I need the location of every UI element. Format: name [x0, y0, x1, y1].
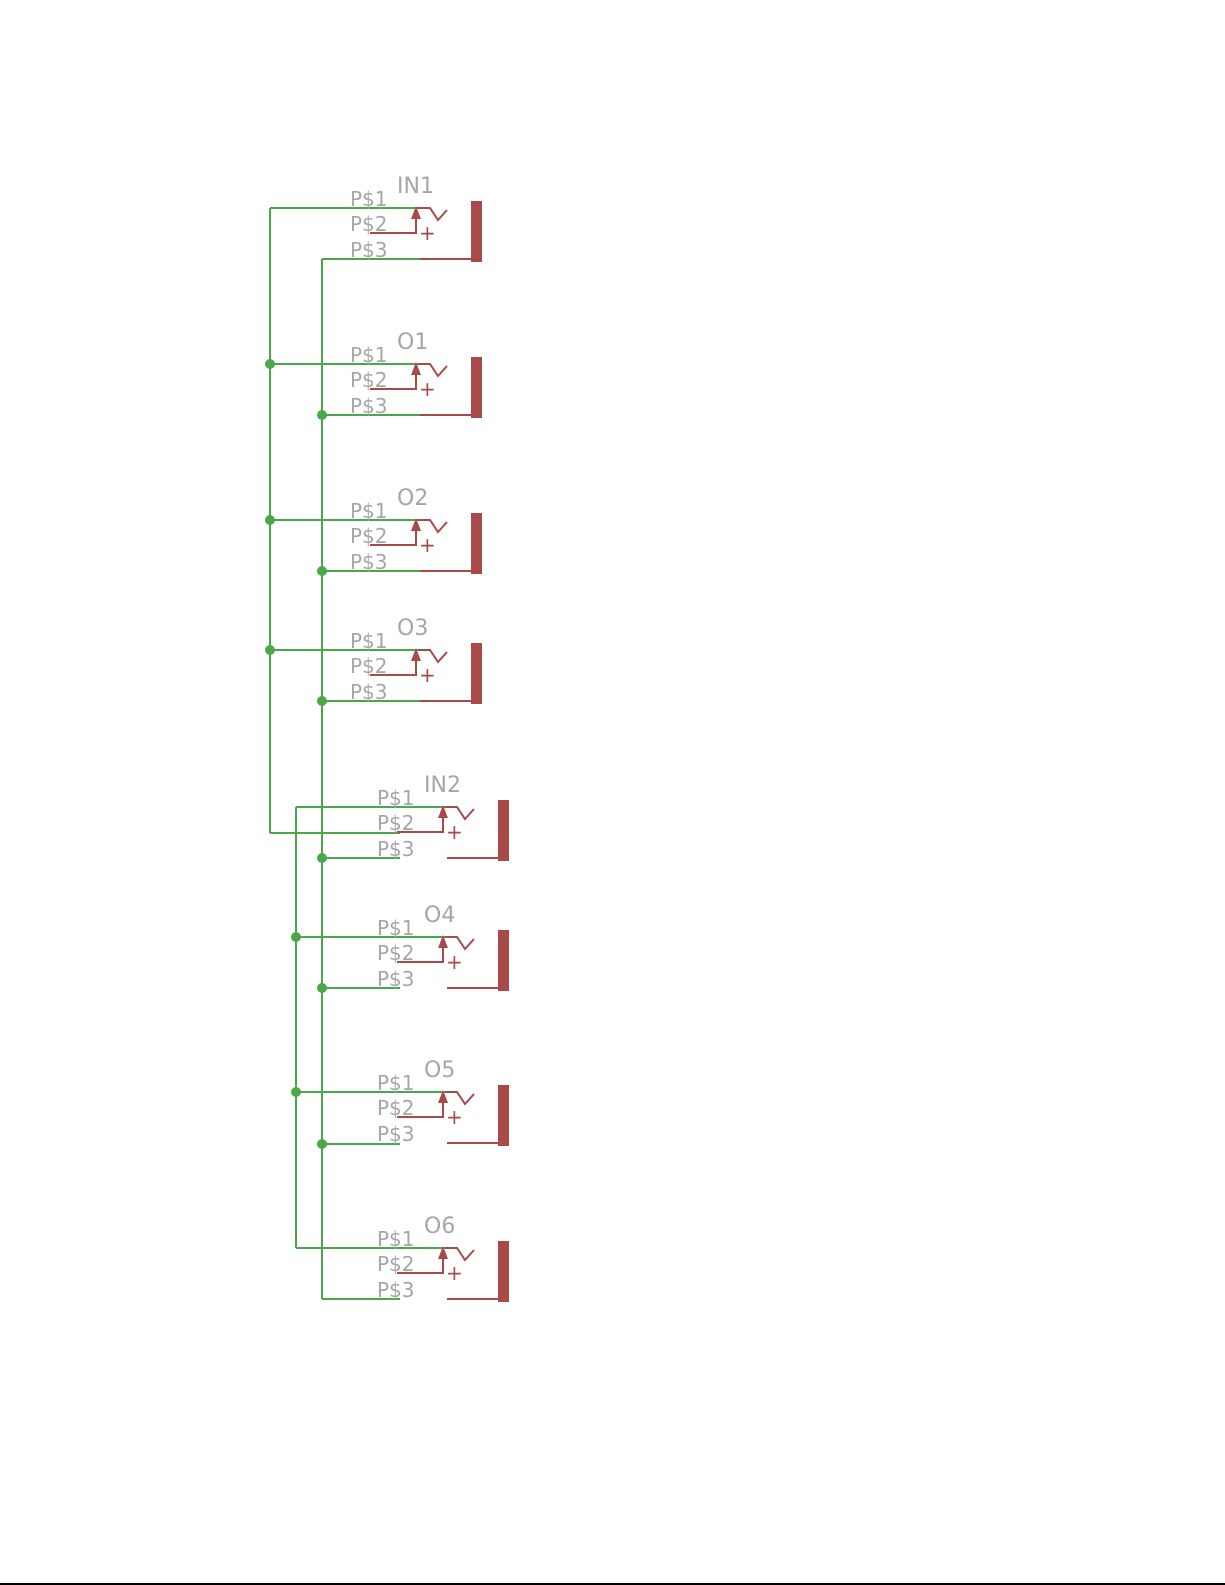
pin-label-p3: P$3 [350, 680, 388, 704]
pin-label-p2: P$2 [350, 212, 388, 236]
junction-dot [317, 1139, 327, 1149]
jack-ref-label: IN2 [424, 773, 461, 798]
jack-body-bar [471, 357, 482, 418]
junction-dot [317, 853, 327, 863]
switch-contact-icon [420, 520, 447, 532]
pin-label-p1: P$1 [377, 1227, 415, 1251]
jack-o4: + P$1P$2P$3 O4 [377, 903, 509, 991]
plus-sign: + [446, 950, 463, 974]
jack-body-bar [471, 643, 482, 704]
junction-dot [291, 932, 301, 942]
jacks-layer: +P$1P$2P$3IN1+P$1P$2P$3O1+P$1P$2P$3O2+P$… [350, 174, 509, 1302]
pin-label-p2: P$2 [350, 654, 388, 678]
jack-body-bar [498, 930, 509, 991]
switch-contact-icon [447, 807, 474, 819]
switch-contact-icon [420, 364, 447, 376]
jack-o6: + P$1P$2P$3 O6 [377, 1214, 509, 1302]
plus-sign: + [446, 1261, 463, 1285]
jack-o2: + P$1P$2P$3 O2 [350, 486, 482, 574]
plus-sign: + [419, 221, 436, 245]
pin-label-p2: P$2 [377, 941, 415, 965]
junction-dot [291, 1087, 301, 1097]
plus-sign: + [446, 820, 463, 844]
jack-o1: + P$1P$2P$3 O1 [350, 330, 482, 418]
jack-ref-label: O6 [424, 1214, 455, 1239]
junction-dot [317, 696, 327, 706]
jack-o3: + P$1P$2P$3 O3 [350, 616, 482, 704]
junction-dot [265, 359, 275, 369]
plus-sign: + [419, 377, 436, 401]
switch-contact-icon [447, 937, 474, 949]
pin-label-p2: P$2 [377, 1252, 415, 1276]
junction-dot [317, 410, 327, 420]
plus-sign: + [446, 1105, 463, 1129]
jack-ref-label: O3 [397, 616, 428, 641]
pin-label-p1: P$1 [350, 343, 388, 367]
jack-body-bar [498, 800, 509, 861]
junction-dot [317, 983, 327, 993]
pin-label-p3: P$3 [350, 394, 388, 418]
junction-dot [317, 566, 327, 576]
pin-label-p3: P$3 [377, 1122, 415, 1146]
jack-body-bar [471, 201, 482, 262]
pin-label-p2: P$2 [377, 1096, 415, 1120]
pin-label-p3: P$3 [377, 837, 415, 861]
pin-label-p3: P$3 [350, 238, 388, 262]
pin-label-p1: P$1 [377, 916, 415, 940]
jack-ref-label: O4 [424, 903, 455, 928]
jack-in2: + P$1P$2P$3 IN2 [377, 773, 509, 861]
jack-ref-label: O2 [397, 486, 428, 511]
pin-label-p2: P$2 [350, 524, 388, 548]
pin-label-p1: P$1 [350, 629, 388, 653]
switch-contact-icon [420, 208, 447, 220]
pin-label-p1: P$1 [377, 786, 415, 810]
switch-contact-icon [420, 650, 447, 662]
junction-dot [265, 515, 275, 525]
junction-dot [265, 645, 275, 655]
plus-sign: + [419, 533, 436, 557]
pin-label-p2: P$2 [350, 368, 388, 392]
jack-body-bar [498, 1085, 509, 1146]
jack-o5: + P$1P$2P$3 O5 [377, 1058, 509, 1146]
jack-ref-label: O5 [424, 1058, 455, 1083]
pin-label-p3: P$3 [377, 967, 415, 991]
switch-contact-icon [447, 1092, 474, 1104]
pin-label-p2: P$2 [377, 811, 415, 835]
jack-ref-label: O1 [397, 330, 428, 355]
jack-body-bar [498, 1241, 509, 1302]
jack-body-bar [471, 513, 482, 574]
pin-label-p3: P$3 [377, 1278, 415, 1302]
pin-label-p1: P$1 [350, 187, 388, 211]
jack-ref-label: IN1 [397, 174, 434, 199]
pin-label-p3: P$3 [350, 550, 388, 574]
jack-in1: + P$1P$2P$3 IN1 [350, 174, 482, 262]
switch-contact-icon [447, 1248, 474, 1260]
pin-label-p1: P$1 [377, 1071, 415, 1095]
pin-label-p1: P$1 [350, 499, 388, 523]
plus-sign: + [419, 663, 436, 687]
